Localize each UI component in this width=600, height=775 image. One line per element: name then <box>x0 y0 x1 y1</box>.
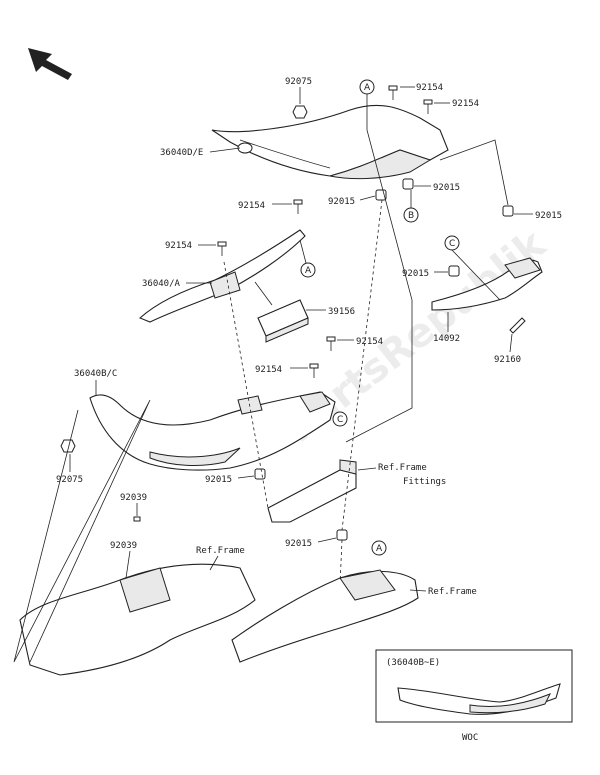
svg-text:B: B <box>408 211 414 221</box>
frame-right <box>231 569 419 663</box>
frame-left <box>19 563 256 676</box>
label-92039-a: 92039 <box>120 493 147 503</box>
callout-c-mid: C <box>332 411 348 427</box>
callout-a-mid: A <box>299 239 316 278</box>
nut-92075-top <box>292 87 308 119</box>
label-92154-e: 92154 <box>356 337 383 347</box>
bolt-92154-b <box>423 99 433 114</box>
grommet-92015-d <box>448 265 460 277</box>
label-92154-d: 92154 <box>165 241 192 251</box>
bolt-92154-a <box>388 85 398 100</box>
label-ref-frame-a: Ref.Frame <box>196 546 245 556</box>
grommet-92015-b <box>402 178 414 190</box>
callout-a-lower: A <box>371 540 387 556</box>
bolt-92154-e <box>326 336 336 351</box>
grommet-92015-e <box>254 468 266 480</box>
label-36040A: 36040/A <box>142 279 181 289</box>
side-cover-36040BC <box>89 391 336 471</box>
label-92015-e: 92015 <box>205 475 232 485</box>
label-92075-b: 92075 <box>56 475 83 485</box>
label-92154-c: 92154 <box>238 201 265 211</box>
label-92154-b: 92154 <box>452 99 479 109</box>
svg-text:C: C <box>449 239 455 249</box>
label-92160: 92160 <box>494 355 521 365</box>
callout-a-top: A <box>359 79 375 130</box>
label-36040DE: 36040D/E <box>160 148 203 158</box>
pad-39156 <box>257 299 309 343</box>
bolt-92154-d <box>217 241 227 256</box>
label-92015-a: 92015 <box>328 197 355 207</box>
label-92015-c: 92015 <box>535 211 562 221</box>
grommet-92015-c <box>502 205 514 217</box>
label-ref-frame-fittings-1: Ref.Frame <box>378 463 427 473</box>
inset-code: WOC <box>462 733 478 743</box>
svg-text:A: A <box>364 83 371 93</box>
label-92154-f: 92154 <box>255 365 282 375</box>
label-ref-frame-fittings-2: Fittings <box>403 477 446 487</box>
label-92075-top: 92075 <box>285 77 312 87</box>
callout-b: B <box>403 190 419 223</box>
inset-title: (36040B~E) <box>386 658 440 668</box>
label-92154-a: 92154 <box>416 83 443 93</box>
inset-box <box>375 649 573 723</box>
rail-bracket <box>267 459 357 523</box>
svg-text:A: A <box>305 266 312 276</box>
svg-text:C: C <box>337 415 343 425</box>
label-39156: 39156 <box>328 307 355 317</box>
bolt-92160 <box>509 317 526 334</box>
svg-text:A: A <box>376 544 383 554</box>
label-92015-f: 92015 <box>285 539 312 549</box>
nut-92075-b <box>60 439 76 453</box>
bolt-92154-f <box>309 363 319 378</box>
front-direction-arrow-icon <box>28 48 72 80</box>
grommet-92015-f <box>336 529 348 541</box>
callout-c-upper: C <box>444 235 460 251</box>
label-92039-b: 92039 <box>110 541 137 551</box>
label-14092: 14092 <box>433 334 460 344</box>
bolt-92039-a <box>133 516 141 522</box>
seat-cowl-upper <box>211 104 449 180</box>
bolt-92154-c <box>293 199 303 214</box>
label-92015-d: 92015 <box>402 269 429 279</box>
label-36040BC: 36040B/C <box>74 369 117 379</box>
bracket-14092 <box>431 257 543 311</box>
label-92015-b: 92015 <box>433 183 460 193</box>
label-ref-frame-b: Ref.Frame <box>428 587 477 597</box>
